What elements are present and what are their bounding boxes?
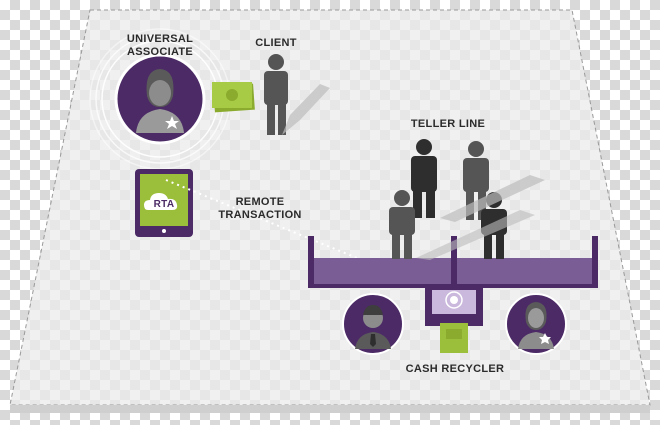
remote-transaction-label-line1: REMOTE bbox=[235, 196, 285, 208]
cash-recycler-label: CASH RECYCLER bbox=[405, 363, 505, 375]
universal-associate-label-line2: ASSOCIATE bbox=[126, 46, 194, 58]
rta-label: RTA bbox=[153, 199, 175, 210]
teller-line-shadow bbox=[416, 210, 535, 260]
teller-line-person bbox=[411, 139, 437, 218]
tie-icon bbox=[370, 334, 376, 347]
teller-avatar-woman bbox=[505, 293, 567, 355]
floor-edge bbox=[10, 405, 650, 413]
client-figure bbox=[264, 54, 288, 135]
universal-associate-avatar bbox=[114, 53, 206, 145]
client-label: CLIENT bbox=[255, 37, 297, 49]
remote-transaction-label: REMOTE TRANSACTION bbox=[205, 196, 315, 222]
cash-bills-icon bbox=[212, 82, 255, 113]
cloud-icon bbox=[144, 193, 178, 210]
remote-transaction-label-line2: TRANSACTION bbox=[218, 209, 302, 221]
client-shadow bbox=[282, 84, 330, 135]
star-icon bbox=[539, 333, 551, 344]
teller-line-label: TELLER LINE bbox=[410, 118, 486, 130]
teller-avatar-man bbox=[342, 293, 404, 355]
teller-line-figures bbox=[389, 139, 545, 260]
star-icon bbox=[165, 116, 179, 129]
cash-recycler-icon bbox=[425, 286, 483, 353]
teller-line-shadow bbox=[440, 175, 545, 222]
universal-associate-label: UNIVERSAL ASSOCIATE bbox=[110, 33, 210, 59]
teller-line-person bbox=[389, 190, 415, 259]
universal-associate-label-line1: UNIVERSAL bbox=[126, 33, 194, 45]
